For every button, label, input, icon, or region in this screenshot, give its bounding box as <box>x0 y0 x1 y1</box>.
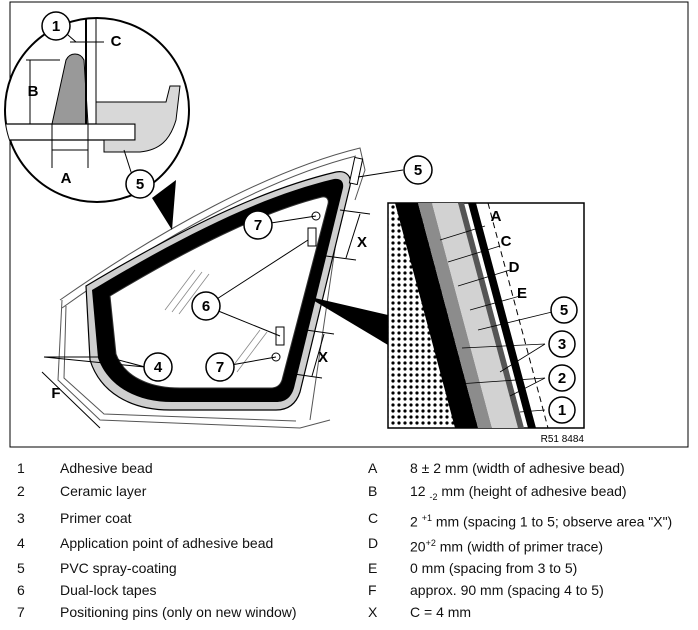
dimension-letter: D <box>368 535 379 551</box>
detail-connector <box>306 296 388 345</box>
legend: 1 Adhesive bead A 8 ± 2 mm (width of adh… <box>0 455 698 625</box>
legend-row: 2 Ceramic layer B 12 -2 mm (height of ad… <box>0 480 698 502</box>
label-b-magnifier: B <box>28 83 39 100</box>
callout-5-window: 5 <box>414 162 422 179</box>
label-a-magnifier: A <box>61 170 72 187</box>
legend-number: 5 <box>17 560 25 576</box>
callout-7-lower: 7 <box>216 359 224 376</box>
dimension-value: approx. 90 mm (spacing 4 to 5) <box>410 582 604 598</box>
dimension-value: 0 mm (spacing from 3 to 5) <box>410 560 578 576</box>
detail-callout-3: 3 <box>558 336 566 353</box>
detail-label-e: E <box>517 285 527 302</box>
dimension-value: 12 -2 mm (height of adhesive bead) <box>410 483 627 502</box>
cross-section-magnifier <box>4 17 190 203</box>
dimension-value: 2 +1 mm (spacing 1 to 5; observe area "X… <box>410 513 673 530</box>
glass-reflection-lines <box>164 269 268 373</box>
legend-number: 7 <box>17 604 25 620</box>
figure-reference: R51 8484 <box>541 434 585 445</box>
label-c-magnifier: C <box>111 33 122 50</box>
callout-4: 4 <box>154 359 163 376</box>
dimension-letter: E <box>368 560 378 576</box>
legend-row: 3 Primer coat C 2 +1 mm (spacing 1 to 5;… <box>0 507 698 530</box>
legend-text: Adhesive bead <box>60 460 153 476</box>
dual-lock-tape-upper <box>307 227 317 247</box>
legend-text: Positioning pins (only on new window) <box>60 604 297 620</box>
legend-number: 1 <box>17 460 25 476</box>
magnifier-connector <box>152 180 176 230</box>
dimension-value: 8 ± 2 mm (width of adhesive bead) <box>410 460 625 476</box>
legend-text: Ceramic layer <box>60 483 147 499</box>
detail-callout-1: 1 <box>558 402 566 419</box>
legend-number: 2 <box>17 483 25 499</box>
legend-row: 7 Positioning pins (only on new window) … <box>0 601 698 623</box>
dimension-f <box>41 356 101 429</box>
callout-6: 6 <box>202 298 210 315</box>
window-adhesive-diagram: 1 5 C B A 7 6 7 4 5 X X F A C D E 5 3 2 … <box>4 1 689 448</box>
dimension-letter: A <box>368 460 378 476</box>
dimension-x-marks <box>293 209 371 379</box>
legend-row: 4 Application point of adhesive bead D 2… <box>0 532 698 555</box>
detail-label-a: A <box>491 208 502 225</box>
legend-row: 6 Dual-lock tapes F approx. 90 mm (spaci… <box>0 579 698 601</box>
callout-5-magnifier: 5 <box>136 176 144 193</box>
detail-callout-5: 5 <box>560 302 568 319</box>
detail-label-c: C <box>501 233 512 250</box>
label-x-lower: X <box>318 349 328 366</box>
legend-number: 6 <box>17 582 25 598</box>
pvc-strip <box>348 156 364 186</box>
callout-labels: 1 5 C B A 7 6 7 4 5 X X F A C D E 5 3 2 … <box>28 11 578 424</box>
label-x-upper: X <box>357 234 367 251</box>
window-glass <box>109 196 329 389</box>
legend-text: Primer coat <box>60 510 132 526</box>
layer-detail-box <box>387 202 585 429</box>
detail-label-d: D <box>509 259 520 276</box>
label-f: F <box>51 385 60 402</box>
callout-1-magnifier: 1 <box>52 18 60 35</box>
legend-number: 4 <box>17 535 25 551</box>
legend-text: Dual-lock tapes <box>60 582 157 598</box>
dimension-letter: X <box>368 604 378 620</box>
legend-text: PVC spray-coating <box>60 560 177 576</box>
legend-number: 3 <box>17 510 25 526</box>
dimension-value: 20+2 mm (width of primer trace) <box>410 538 604 555</box>
legend-row: 5 PVC spray-coating E 0 mm (spacing from… <box>0 557 698 579</box>
dimension-value: C = 4 mm <box>410 604 472 620</box>
legend-text: Application point of adhesive bead <box>60 535 274 551</box>
detail-callout-2: 2 <box>558 370 566 387</box>
dimension-letter: C <box>368 510 379 526</box>
legend-row: 1 Adhesive bead A 8 ± 2 mm (width of adh… <box>0 457 698 479</box>
dimension-letter: F <box>368 582 377 598</box>
callout-7-upper: 7 <box>254 217 262 234</box>
dimension-letter: B <box>368 483 378 499</box>
